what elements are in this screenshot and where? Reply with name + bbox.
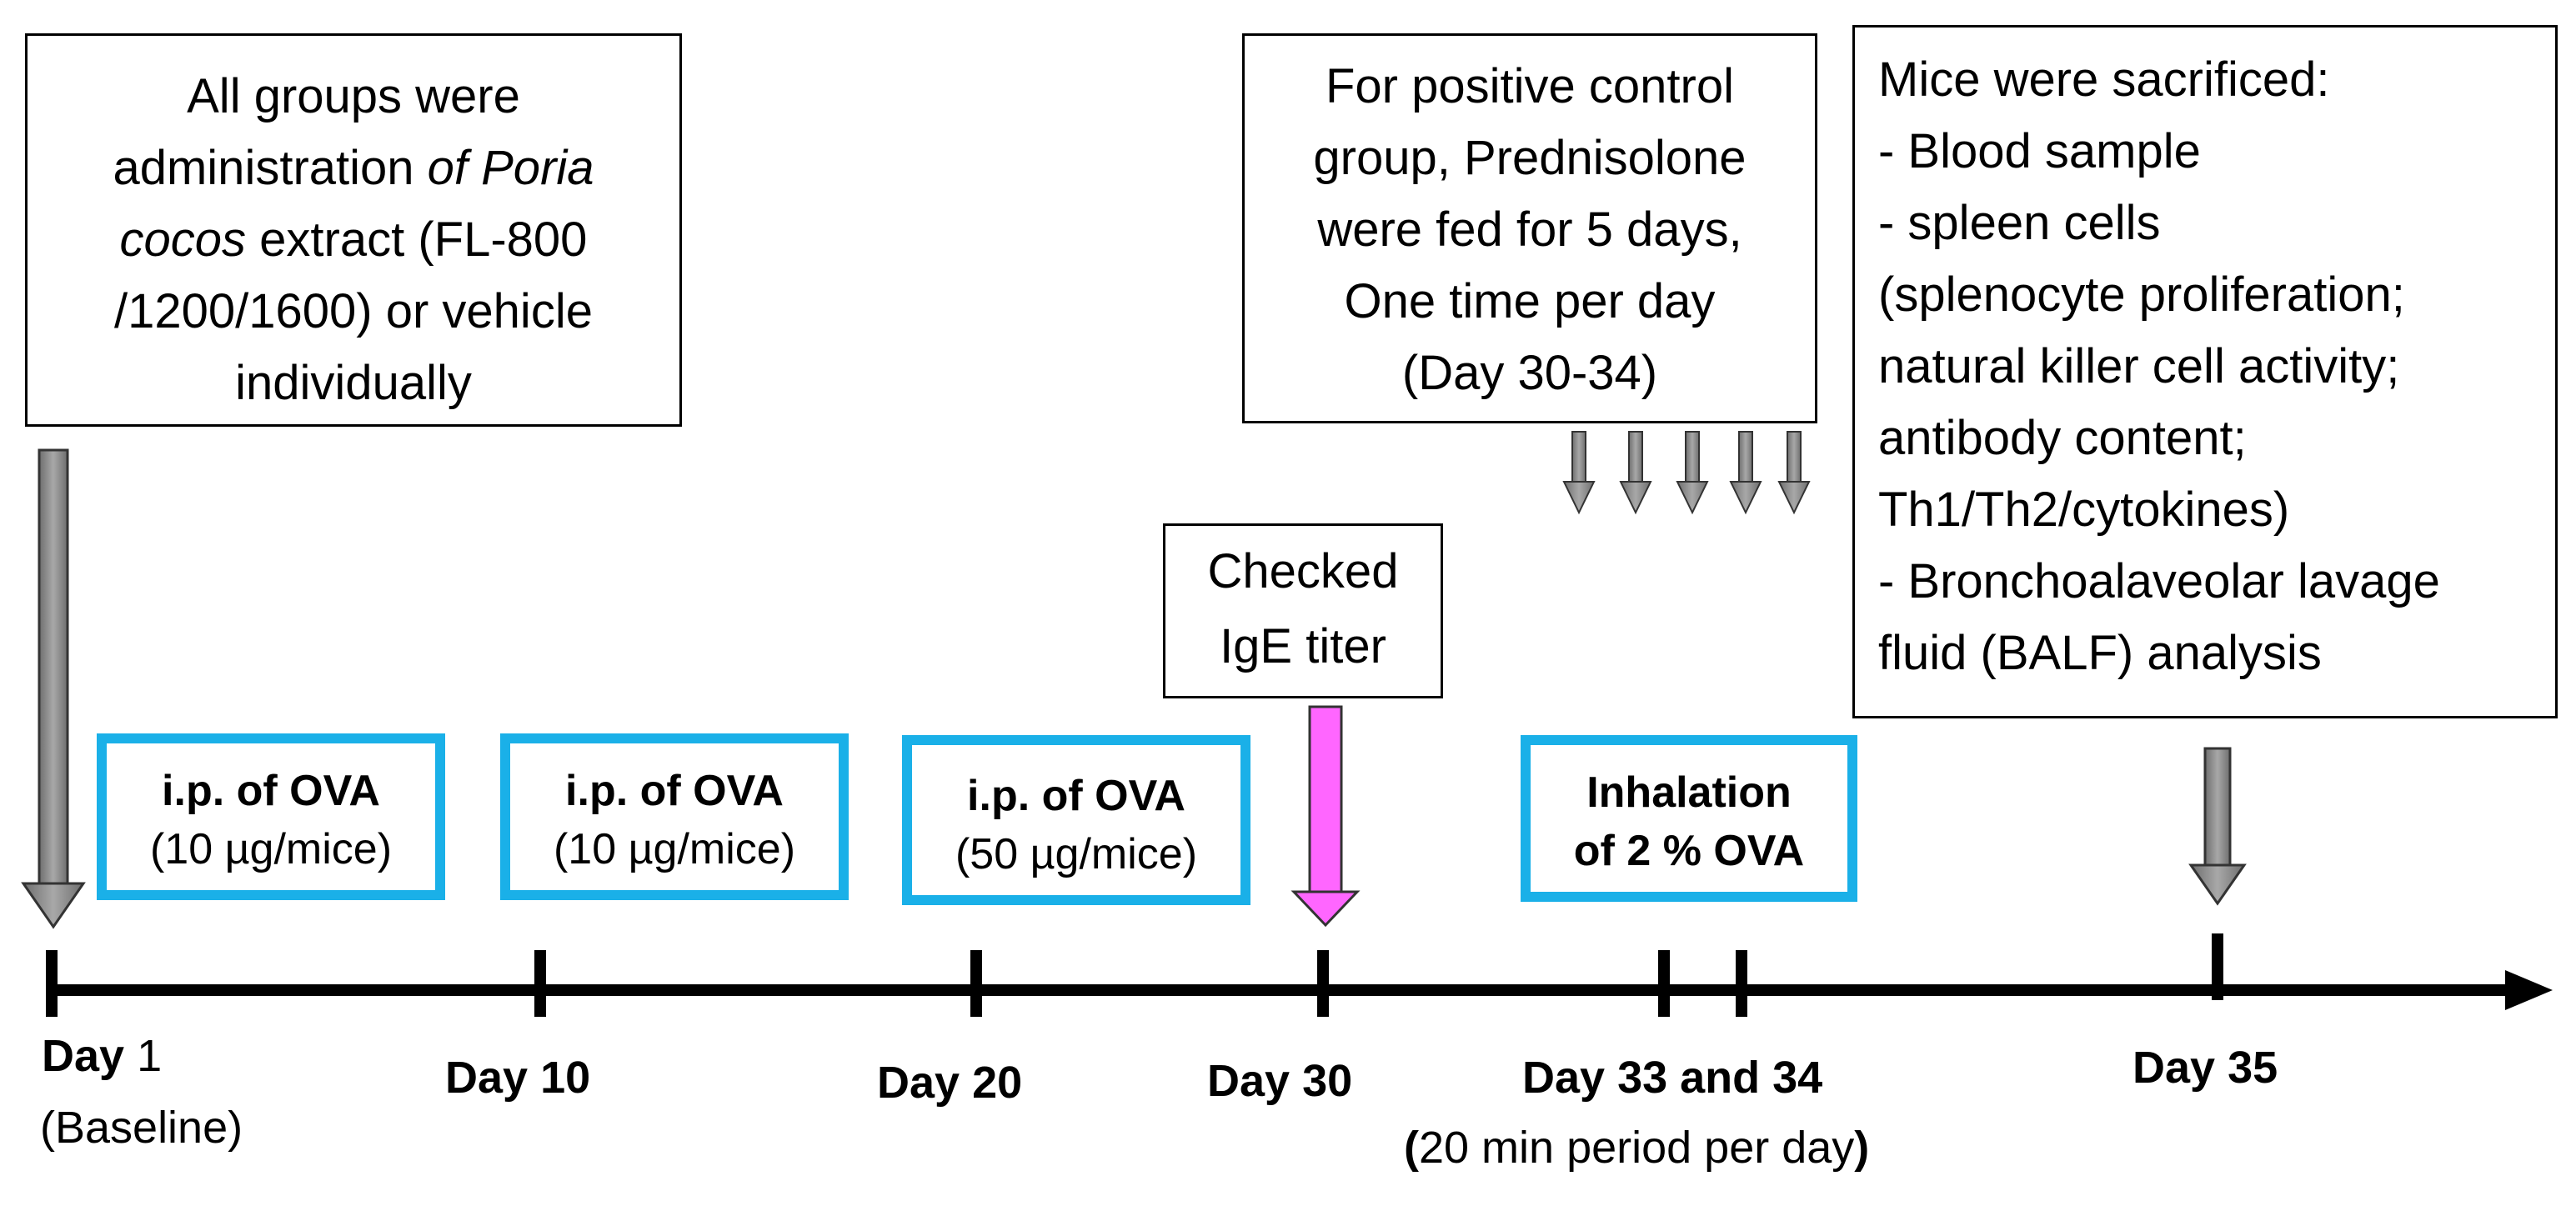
tick-day-35: [2212, 933, 2223, 1000]
day35-down-arrow: [2188, 747, 2247, 906]
ige-line-2: IgE titer: [1220, 619, 1386, 673]
tick-day-1: [46, 950, 58, 1017]
dose-arrow-day32: [1676, 431, 1709, 515]
dose-arrow-day33: [1729, 431, 1762, 515]
label-day-1: Day 1: [42, 1031, 163, 1081]
admin-line-1: All groups were: [187, 69, 520, 123]
ova-box-day20: i.p. of OVA (10 µg/mice): [500, 733, 849, 900]
pred-line-2: group, Prednisolone: [1313, 131, 1747, 185]
inhalation-box: Inhalation of 2 % OVA: [1521, 735, 1857, 902]
ova-dose: (50 µg/mice): [955, 830, 1198, 878]
ige-check-arrow: [1291, 705, 1361, 928]
tick-day-33: [1658, 950, 1670, 1017]
administration-note-box: All groups were administration of Poria …: [25, 33, 682, 427]
pred-line-1: For positive control: [1326, 59, 1734, 113]
sac-line-8: - Bronchoalaveolar lavage: [1878, 554, 2440, 608]
ova-title: i.p. of OVA: [162, 767, 380, 815]
sac-line-1: Mice were sacrificed:: [1878, 53, 2330, 107]
tick-day-10: [534, 950, 546, 1017]
timeline-arrowhead: [2505, 970, 2553, 1010]
sac-line-5: natural killer cell activity;: [1878, 339, 2400, 393]
label-day-20: Day 20: [877, 1058, 1023, 1108]
sac-line-2: - Blood sample: [1878, 124, 2201, 178]
ova-box-day30: i.p. of OVA (50 µg/mice): [902, 735, 1250, 905]
label-baseline: (Baseline): [40, 1103, 243, 1153]
inhalation-dose: of 2 % OVA: [1573, 827, 1805, 875]
sac-line-4: (splenocyte proliferation;: [1878, 268, 2405, 322]
ige-titer-box: Checked IgE titer: [1163, 523, 1443, 698]
inhalation-title: Inhalation: [1586, 768, 1792, 817]
tick-day-20: [970, 950, 982, 1017]
poria-italic: of Poria: [427, 141, 594, 195]
ova-dose: (10 µg/mice): [553, 825, 796, 873]
ige-line-1: Checked: [1207, 544, 1399, 598]
admin-line-3: cocos extract (FL-800: [119, 213, 588, 267]
prednisolone-dose-arrows: [1562, 431, 1811, 515]
day1-down-arrow: [21, 448, 86, 929]
admin-line-2: administration of Poria: [113, 141, 594, 195]
pred-line-3: were fed for 5 days,: [1317, 203, 1742, 257]
tick-day-34: [1736, 950, 1747, 1017]
dose-arrow-day30: [1562, 431, 1596, 515]
pred-line-4: One time per day: [1344, 274, 1716, 328]
sac-line-7: Th1/Th2/cytokines): [1878, 483, 2290, 537]
tick-day-30: [1317, 950, 1329, 1017]
pred-line-5: (Day 30-34): [1401, 346, 1658, 400]
ova-title: i.p. of OVA: [565, 767, 784, 815]
admin-line-4: /1200/1600) or vehicle: [114, 284, 593, 338]
sac-line-9: fluid (BALF) analysis: [1878, 626, 2322, 680]
label-day-35: Day 35: [2132, 1043, 2278, 1093]
sac-line-3: - spleen cells: [1878, 196, 2161, 250]
dose-arrow-day34: [1777, 431, 1811, 515]
ova-box-day10: i.p. of OVA (10 µg/mice): [97, 733, 445, 900]
admin-line-5: individually: [235, 356, 472, 410]
label-day-33-34: Day 33 and 34: [1522, 1053, 1823, 1103]
ova-dose: (10 µg/mice): [149, 825, 393, 873]
sacrifice-analysis-box: Mice were sacrificed: - Blood sample - s…: [1852, 25, 2558, 718]
day-ticks: [46, 933, 2223, 1017]
label-day-30: Day 30: [1207, 1056, 1353, 1106]
label-inhalation-period: (20 min period per day): [1404, 1123, 1870, 1173]
prednisolone-note-box: For positive control group, Prednisolone…: [1242, 33, 1817, 423]
dose-arrow-day31: [1619, 431, 1652, 515]
sac-line-6: antibody content;: [1878, 411, 2247, 465]
timeline-axis: [50, 970, 2553, 1010]
label-day-10: Day 10: [445, 1053, 591, 1103]
ova-title: i.p. of OVA: [967, 772, 1185, 820]
cocos-italic: cocos: [119, 213, 247, 267]
